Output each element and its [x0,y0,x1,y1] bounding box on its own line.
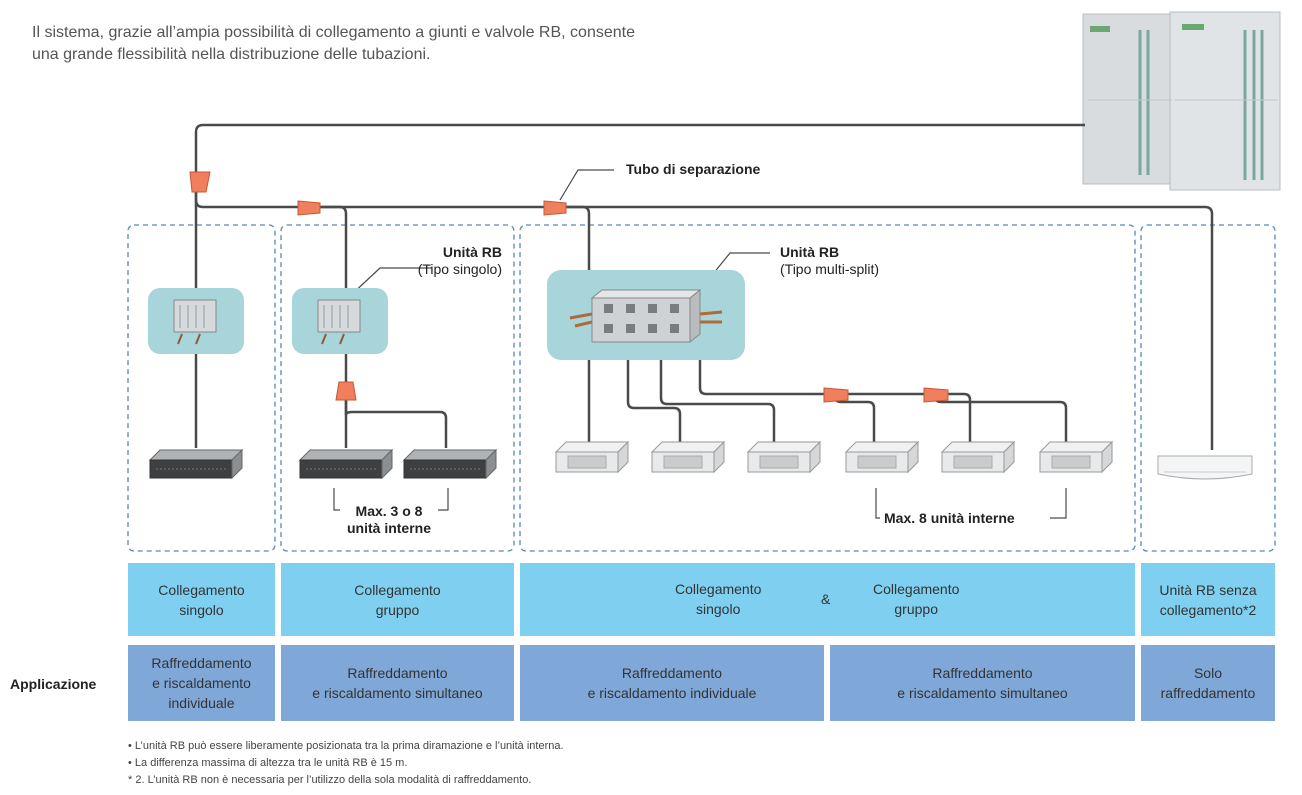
category-group-line1: Collegamento [354,581,441,598]
cassette-indoor-unit-icon [1038,440,1114,474]
category-combo-right-line1: Collegamento [873,581,960,597]
separation-tube-icon [189,171,949,403]
application-cell-line2: e riscaldamento [152,675,251,691]
category-group: Collegamento gruppo [281,563,514,636]
category-single: Collegamento singolo [128,563,275,636]
category-combo-right-line2: gruppo [894,601,938,617]
application-cell-line2: e riscaldamento individuale [587,685,757,701]
max-multi-text: Max. 8 unità interne [884,510,1015,526]
cassette-indoor-unit-icon [844,440,920,474]
application-cell-line1: Raffreddamento [621,665,723,681]
application-cell: Raffreddamento e riscaldamento simultane… [830,645,1135,721]
group-box-no-rb [1140,224,1276,552]
intro-line-1: Il sistema, grazie all’ampia possibilità… [32,24,635,41]
category-no-rb: Unità RB senza collegamento*2 [1141,563,1275,636]
separation-tube-text: Tubo di separazione [626,161,761,177]
footnote: * 2. L’unità RB non è necessaria per l’u… [128,774,532,786]
application-cell: Raffreddamento e riscaldamento individua… [520,645,824,721]
cassette-indoor-unit-icon [554,440,630,474]
footnotes: • L’unità RB può essere liberamente posi… [128,738,564,789]
application-cell: Raffreddamento e riscaldamento simultane… [281,645,514,721]
rb-single-title: Unità RB [442,244,502,260]
rb-unit-multi-icon [569,288,723,344]
application-cell: Raffreddamento e riscaldamento individua… [128,645,275,721]
category-no-rb-line2: collegamento*2 [1159,601,1257,618]
rb-multi-subtitle: (Tipo multi-split) [780,261,880,277]
cassette-indoor-unit-icon [650,440,726,474]
group-box-group [280,224,515,552]
max-multi-label: Max. 8 unità interne [884,510,1015,527]
category-single-and-group: Collegamento singolo & Collegamento grup… [520,563,1135,636]
rb-single-subtitle: (Tipo singolo) [417,261,502,277]
outdoor-unit-icon [1082,11,1281,191]
application-label: Applicazione [10,676,97,692]
max-group-label: Max. 3 o 8 unità interne [340,503,438,537]
footnote: • L’unità RB può essere liberamente posi… [128,740,564,752]
application-cell-line1: Solo [1193,665,1222,681]
max-group-line1: Max. 3 o 8 [355,503,423,519]
group-box-single [127,224,276,552]
application-cell-line1: Raffreddamento [347,665,448,681]
wall-mounted-indoor-unit-icon [1157,455,1253,480]
category-single-line1: Collegamento [158,581,245,598]
application-cell-line1: Raffreddamento [151,655,252,671]
application-cell-line2: raffreddamento [1160,685,1256,701]
application-cell-line1: Raffreddamento [932,665,1033,681]
rb-multi-label: Unità RB (Tipo multi-split) [780,244,879,278]
category-combo-ampersand: & [821,591,831,607]
cassette-indoor-unit-icon [940,440,1016,474]
group-box-multi [519,224,1136,552]
intro-text: Il sistema, grazie all’ampia possibilità… [32,22,792,66]
category-no-rb-line1: Unità RB senza [1159,581,1257,598]
rb-single-label: Unità RB (Tipo singolo) [402,244,502,278]
ducted-indoor-unit-icon [402,448,498,480]
rb-multi-title: Unità RB [780,244,840,260]
application-cell-line2: e riscaldamento simultaneo [312,685,483,701]
application-cell: Solo raffreddamento [1141,645,1275,721]
separation-tube-label: Tubo di separazione [626,161,760,178]
footnote: • La differenza massima di altezza tra l… [128,757,408,769]
application-cell-line3: individuale [168,695,235,711]
cassette-indoor-unit-icon [746,440,822,474]
max-group-line2: unità interne [346,520,431,536]
category-group-line2: gruppo [375,601,420,618]
category-combo-left-line2: singolo [696,601,741,617]
category-combo-left-line1: Collegamento [675,581,762,597]
rb-unit-single-icon [173,299,217,345]
rb-unit-group-icon [317,299,361,345]
application-cell-line2: e riscaldamento simultaneo [897,685,1068,701]
category-single-line2: singolo [179,601,224,618]
intro-line-2: una grande flessibilità nella distribuzi… [32,46,431,63]
ducted-indoor-unit-icon [148,448,244,480]
ducted-indoor-unit-icon [298,448,394,480]
